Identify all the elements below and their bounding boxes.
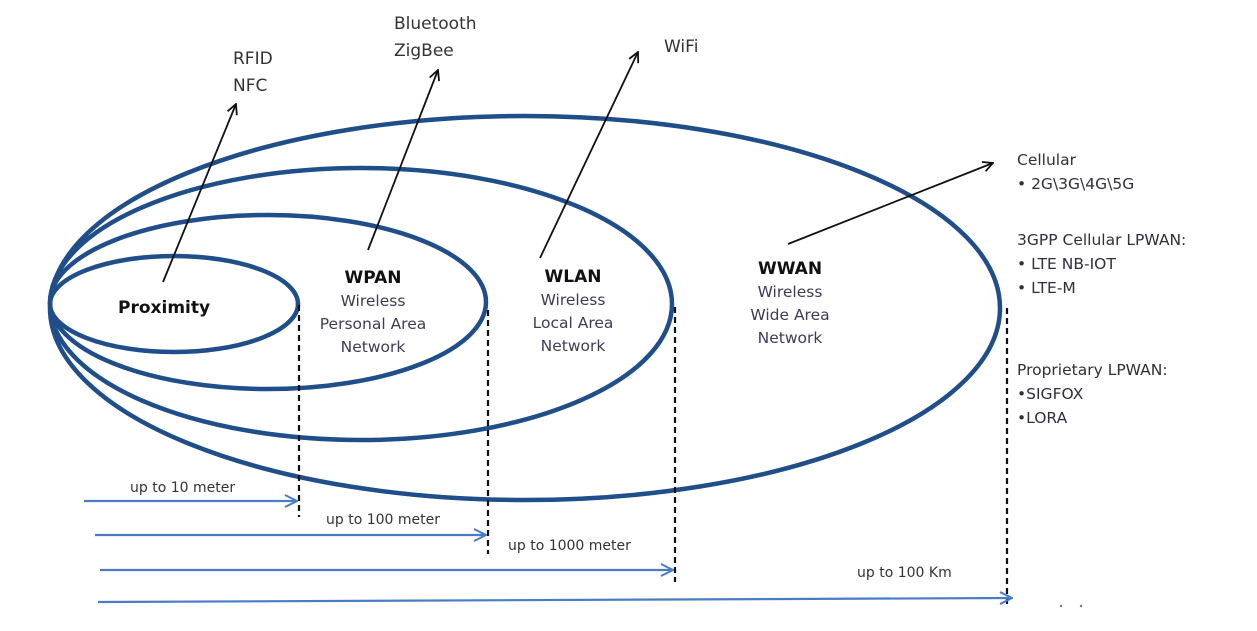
wwan-subtitle-line: Wireless xyxy=(757,283,823,301)
cellular-group: Cellular • 2G\3G\4G\5G xyxy=(1017,148,1134,196)
wlan-pointer-arrow xyxy=(539,52,638,259)
group-item: • LTE-M xyxy=(1017,279,1076,297)
tech-label: RFID xyxy=(233,49,273,69)
group-heading: 3GPP Cellular LPWAN: xyxy=(1017,231,1187,249)
wlan-subtitle-line: Network xyxy=(540,337,606,355)
tech-label: WiFi xyxy=(664,37,699,57)
wpan-pointer-arrow xyxy=(367,70,438,251)
proximity-range-label: up to 10 meter xyxy=(130,480,236,496)
wwan-pointer-arrow xyxy=(787,163,993,245)
group-heading: Proprietary LPWAN: xyxy=(1017,361,1168,379)
wpan-subtitle-line: Network xyxy=(340,338,406,356)
group-heading: Cellular xyxy=(1017,151,1076,169)
group-item: •LORA xyxy=(1017,409,1068,427)
wpan-subtitle-line: Personal Area xyxy=(319,315,427,333)
proximity-label: Proximity xyxy=(118,298,211,318)
wlan-subtitle-line: Wireless xyxy=(540,291,606,309)
3gpp-lpwan-group: 3GPP Cellular LPWAN: • LTE NB-IOT • LTE-… xyxy=(1017,228,1186,300)
proximity-pointer-arrow xyxy=(162,104,236,283)
wlan-title: WLAN xyxy=(544,267,602,287)
group-item: • LTE NB-IOT xyxy=(1017,255,1116,273)
wpan-technologies: Bluetooth ZigBee xyxy=(394,11,477,65)
wwan-range-label: up to 100 Km xyxy=(857,565,952,581)
tech-label: Bluetooth xyxy=(394,14,477,34)
wpan-subtitle-line: Wireless xyxy=(340,292,406,310)
wpan-range-label: up to 100 meter xyxy=(326,512,440,528)
wlan-technologies: WiFi xyxy=(664,34,698,61)
proximity-technologies: RFID NFC xyxy=(233,46,273,100)
wwan-subtitle-line: Wide Area xyxy=(750,306,830,324)
tech-label: ZigBee xyxy=(394,41,454,61)
stray-dot xyxy=(1079,604,1083,608)
wlan-range-label: up to 1000 meter xyxy=(508,538,631,554)
tech-label: NFC xyxy=(233,76,268,96)
group-item: • 2G\3G\4G\5G xyxy=(1017,175,1135,193)
wpan-title: WPAN xyxy=(344,268,402,288)
wwan-title: WWAN xyxy=(757,259,823,279)
stray-dot xyxy=(1059,604,1063,608)
wpan-label: WPAN Wireless Personal Area Network xyxy=(298,266,448,359)
wwan-subtitle-line: Network xyxy=(757,329,823,347)
wlan-label: WLAN Wireless Local Area Network xyxy=(508,265,638,358)
wlan-subtitle-line: Local Area xyxy=(532,314,614,332)
wwan-label: WWAN Wireless Wide Area Network xyxy=(730,257,850,350)
wwan-range-arrow xyxy=(97,598,1012,602)
proprietary-lpwan-group: Proprietary LPWAN: •SIGFOX •LORA xyxy=(1017,358,1168,430)
group-item: •SIGFOX xyxy=(1017,385,1084,403)
